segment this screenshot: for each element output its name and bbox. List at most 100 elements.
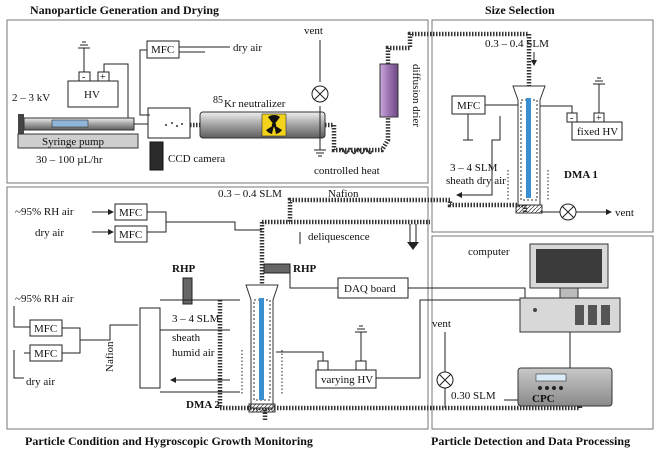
- computer-label: computer: [468, 246, 510, 258]
- spray-dot: [176, 125, 178, 127]
- vent-valve-cross: [313, 87, 327, 101]
- gen-dry-air-label: dry air: [233, 42, 262, 54]
- cpc-label: CPC: [532, 393, 555, 405]
- arrow-head-icon: [606, 209, 612, 215]
- cond-mix-line: [147, 211, 262, 233]
- daq-board-label: DAQ board: [344, 283, 396, 295]
- dma1-vent-label: vent: [615, 207, 634, 219]
- condition-pane: [6, 186, 429, 430]
- flow-rate-label: 30 – 100 µL/hr: [36, 154, 103, 166]
- hv-control-line: [376, 299, 525, 379]
- cond2-mfc-2-label: MFC: [34, 348, 57, 360]
- condition-heading: Particle Condition and Hygroscopic Growt…: [25, 434, 313, 448]
- ground-icon: [314, 149, 326, 157]
- arrow-head-icon: [108, 229, 114, 235]
- varying-hv-label: varying HV: [321, 374, 373, 386]
- cond-mfc-1-label: MFC: [119, 207, 142, 219]
- dma1-vent-valve-cross: [561, 205, 575, 219]
- gen-vent-label: vent: [304, 25, 323, 37]
- dma1-center-rod: [526, 98, 531, 198]
- dma2-base: [248, 403, 276, 413]
- aerosol-tube: [287, 197, 528, 225]
- arrow-head-icon: [531, 60, 537, 66]
- arrow-head-icon: [170, 377, 176, 383]
- spray-dot: [165, 124, 167, 126]
- dma1-flow-dots: [507, 170, 549, 200]
- cond2-inlet-lines: [13, 306, 30, 379]
- varying-hv-lead: [276, 351, 324, 361]
- syringe-pump-label: Syringe pump: [42, 136, 105, 148]
- dma1-label: DMA 1: [564, 169, 598, 181]
- generation-pane: [6, 19, 429, 184]
- heater-coil-icon: [339, 147, 373, 155]
- computer-screen: [536, 249, 602, 283]
- varying-hv-minus: [317, 360, 329, 371]
- selection-pane: [431, 19, 654, 233]
- cond-mfc-2-box: [114, 225, 148, 243]
- monitor-stand: [559, 287, 579, 299]
- arrow-head-icon: [407, 242, 419, 250]
- cpc-button: [552, 386, 556, 390]
- varying-hv-box: [315, 369, 377, 389]
- rhp-1-label: RHP: [172, 263, 196, 275]
- drive-bay: [575, 305, 584, 325]
- rh-air-1-label: ~95% RH air: [15, 206, 74, 218]
- fixed-hv-label: fixed HV: [577, 126, 618, 138]
- dma2-flow-dots: [241, 350, 283, 395]
- generation-heading: Nanoparticle Generation and Drying: [30, 3, 219, 17]
- cpc-button: [538, 386, 542, 390]
- controlled-heat-label: controlled heat: [314, 165, 380, 177]
- dma1-sheath-region: [520, 99, 538, 201]
- dma2-sheath-line1: sheath: [172, 332, 201, 344]
- dma1-sheath-flow-label: 3 – 4 SLM: [450, 162, 498, 174]
- syringe-display: [51, 119, 89, 128]
- dma2-label: DMA 2: [186, 399, 220, 411]
- cond2-mix-line: [24, 324, 138, 354]
- dma2-sheath-region: [253, 299, 271, 401]
- fixed-hv-plus-sign: +: [596, 113, 602, 124]
- nafion-side-label: Nafion: [104, 341, 116, 372]
- selection-heading: Size Selection: [485, 3, 555, 17]
- cpc-vent-valve-cross: [438, 373, 452, 387]
- dma2-sheath-line2: humid air: [172, 347, 215, 359]
- nafion-top-label: Nafion: [328, 188, 359, 200]
- radiation-blade: [266, 125, 274, 134]
- cpc-flow-label: 0.30 SLM: [451, 390, 496, 402]
- aerosol-tube: [385, 31, 532, 88]
- hv-lead: [103, 63, 129, 122]
- ccd-camera-label: CCD camera: [168, 153, 225, 165]
- diffusion-drier-label: diffusion drier: [410, 64, 422, 127]
- rhp-1-sensor-icon: [182, 277, 193, 305]
- cpc-button: [559, 386, 563, 390]
- aerosol-tube: [325, 117, 391, 153]
- fixed-hv-lead: [540, 105, 573, 113]
- syringe-pump-body: [17, 133, 139, 149]
- radiation-blade: [268, 115, 280, 125]
- ground-icon: [593, 77, 605, 113]
- rhp-2-label: RHP: [293, 263, 317, 275]
- hv-voltage-label: 2 – 3 kV: [12, 92, 50, 104]
- hv-supply-box: [67, 80, 119, 108]
- dma2-sheath-flow-label: 3 – 4 SLM: [172, 313, 220, 325]
- arrow-head-icon: [108, 209, 114, 215]
- cpc-display: [535, 373, 567, 382]
- dma1-mfc-line: [463, 104, 518, 141]
- hv-plus-sign: +: [100, 72, 106, 83]
- diffusion-drier-icon: [379, 63, 399, 118]
- aerosol-tube: [262, 385, 583, 420]
- syringe-clamp: [18, 114, 24, 136]
- cond-inlet-lines: [92, 211, 110, 233]
- dry-air-1-label: dry air: [35, 227, 64, 239]
- nafion-side-shell: [160, 299, 240, 393]
- rh-air-2-label: ~95% RH air: [15, 293, 74, 305]
- detection-pane: [431, 235, 654, 430]
- gen-dry-air-line: [179, 46, 230, 53]
- cond-mfc-2-label: MFC: [119, 229, 142, 241]
- dma1-exhaust-line: [460, 116, 501, 196]
- drive-bay: [601, 305, 610, 325]
- ccd-camera-icon: [149, 141, 164, 171]
- hv-minus-sign: -: [82, 72, 85, 83]
- gen-mfc-line: [139, 49, 150, 116]
